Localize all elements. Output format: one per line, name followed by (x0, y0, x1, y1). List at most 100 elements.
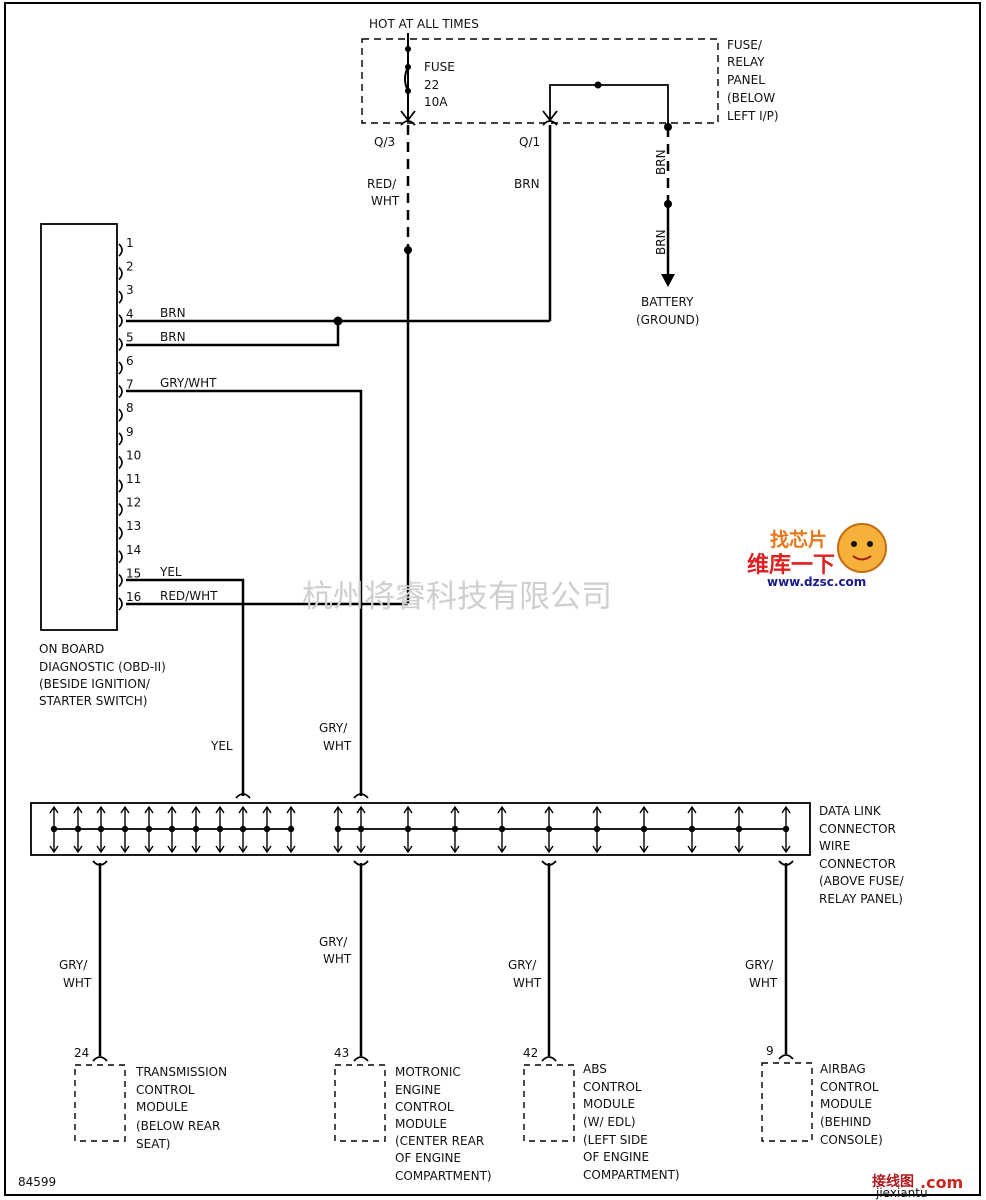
tcm-label-1: TRANSMISSION (135, 1065, 227, 1079)
ecm-wire-label-2: WHT (323, 952, 352, 966)
data-link-connector-body (30, 802, 811, 856)
obd-pin-9-terminal (118, 432, 123, 446)
obd-pin-5-number: 5 (126, 330, 134, 344)
obd-pin-11-terminal (118, 479, 123, 493)
fuse-panel-caption-2: RELAY (727, 55, 765, 69)
fuse-relay-panel: HOT AT ALL TIMES FUSE/ RELAY PANEL (BELO… (361, 17, 779, 149)
battery-ground-label: (GROUND) (636, 313, 699, 327)
ground-arrow (661, 274, 675, 287)
page-border (4, 2, 981, 1196)
corner-cn-text: 接线图 (872, 1173, 914, 1190)
pin-16-wire-label: RED/WHT (160, 589, 218, 603)
abs-label-1: ABS (583, 1062, 607, 1076)
connector-pin-group (49, 805, 791, 854)
tcm-wire-label-1: GRY/ (59, 958, 88, 972)
obd-pin-13-terminal (118, 526, 123, 540)
connector-pin-18-junction (593, 825, 601, 833)
pin-15-wire-label: YEL (159, 565, 182, 579)
abs-label-3: MODULE (583, 1097, 635, 1111)
abs-label-7: COMPARTMENT) (583, 1168, 680, 1182)
obd-pin-14-number: 14 (126, 543, 141, 557)
wire-red-wht-label-1: RED/ (367, 177, 397, 191)
connector-pin-7-junction (192, 825, 200, 833)
fuse-panel-caption-5: LEFT I/P) (727, 109, 779, 123)
logo-url-text: www.dzsc.com (767, 575, 866, 589)
airbag-label-4: (BEHIND (820, 1115, 871, 1129)
gry-wht-wire-label-2: WHT (323, 739, 352, 753)
connector-pin-19-junction (640, 825, 648, 833)
airbag-label-5: CONSOLE) (820, 1133, 883, 1147)
motronic-module: 43 GRY/ WHT MOTRONIC ENGINE CONTROL MODU… (319, 860, 492, 1183)
obd-connector-body (40, 223, 118, 631)
obd-pin-4-terminal (118, 314, 123, 328)
pin-q1-label: Q/1 (519, 135, 540, 149)
panel-internal-bus (549, 84, 669, 126)
fuse-panel-caption-4: (BELOW (727, 91, 775, 105)
obd-pin-8-terminal (118, 408, 123, 422)
connector-pin-9-junction (239, 825, 247, 833)
obd-pin-11-number: 11 (126, 472, 141, 486)
connector-caption-1: DATA LINK (819, 804, 882, 818)
obd-pin-15-terminal (118, 573, 123, 587)
obd-caption-1: ON BOARD (39, 642, 104, 656)
fuse-22: FUSE 22 10A (404, 33, 455, 122)
obd-pin-1-terminal (118, 243, 123, 257)
obd-pin-16-number: 16 (126, 590, 141, 604)
obd-pin-3-terminal (118, 290, 123, 304)
wire-red-wht-label-2: WHT (371, 194, 400, 208)
data-link-connector: DATA LINK CONNECTOR WIRE CONNECTOR (ABOV… (30, 802, 905, 906)
company-watermark: 杭州将睿科技有限公司 (302, 579, 612, 615)
obd-caption-3: (BESIDE IGNITION/ (39, 677, 151, 691)
airbag-label-2: CONTROL (820, 1080, 879, 1094)
yel-connector-terminal (235, 793, 251, 799)
obd-pin-13-number: 13 (126, 519, 141, 533)
obd-pin-16-wire: RED/WHT (126, 589, 408, 606)
jiexiantu-corner-logo: 接线图 .com jiexiantu (872, 1173, 963, 1200)
red-wht-feed-wire: RED/ WHT (367, 125, 412, 604)
connector-pin-12-junction (334, 825, 342, 833)
obd-pin-10-terminal (118, 455, 123, 469)
obd-pin-8-number: 8 (126, 401, 134, 415)
connector-pin-5-junction (145, 825, 153, 833)
abs-label-6: OF ENGINE (583, 1150, 649, 1164)
fuse-label: FUSE (424, 60, 455, 74)
ecm-label-3: CONTROL (395, 1100, 454, 1114)
brn-vertical-label-top: BRN (654, 149, 668, 175)
ecm-label-2: ENGINE (395, 1083, 441, 1097)
tcm-wire-label-2: WHT (63, 976, 92, 990)
obd-caption-2: DIAGNOSTIC (OBD-II) (39, 660, 166, 674)
connector-pin-15-junction (451, 825, 459, 833)
obd-pin-10-number: 10 (126, 448, 141, 462)
obd-pin-12-terminal (118, 503, 123, 517)
ecm-label-1: MOTRONIC (395, 1065, 461, 1079)
obd-pin-7-wire: GRY/WHT (126, 376, 363, 796)
ecm-label-6: OF ENGINE (395, 1151, 461, 1165)
gry-wht-connector-terminal (353, 793, 369, 799)
abs-wire-label-1: GRY/ (508, 958, 537, 972)
airbag-wire-label-2: WHT (749, 976, 778, 990)
tcm-label-2: CONTROL (136, 1083, 195, 1097)
ecm-pin: 43 (334, 1046, 349, 1060)
abs-label-2: CONTROL (583, 1080, 642, 1094)
connector-pin-4-junction (121, 825, 129, 833)
connector-pin-10-junction (263, 825, 271, 833)
fuse-number: 22 (424, 78, 439, 92)
connector-pin-17-junction (545, 825, 553, 833)
pin-7-wire-label: GRY/WHT (160, 376, 217, 390)
hot-at-all-times-label: HOT AT ALL TIMES (369, 17, 479, 31)
connector-pin-20-junction (688, 825, 696, 833)
abs-label-4: (W/ EDL) (583, 1115, 636, 1129)
yel-wire-label: YEL (210, 739, 233, 753)
abs-module: 42 GRY/ WHT ABS CONTROL MODULE (W/ EDL) … (508, 860, 680, 1182)
logo-mascot (837, 523, 887, 573)
obd-pin-2-number: 2 (126, 260, 134, 274)
logo-main-text: 维库一下 (747, 552, 835, 578)
pin-5-wire-label: BRN (160, 330, 186, 344)
connector-pin-11-junction (287, 825, 295, 833)
obd-pin-15-number: 15 (126, 566, 141, 580)
ecm-wire-label-1: GRY/ (319, 935, 348, 949)
obd-pin-7-number: 7 (126, 378, 134, 392)
connector-pin-22-junction (782, 825, 790, 833)
